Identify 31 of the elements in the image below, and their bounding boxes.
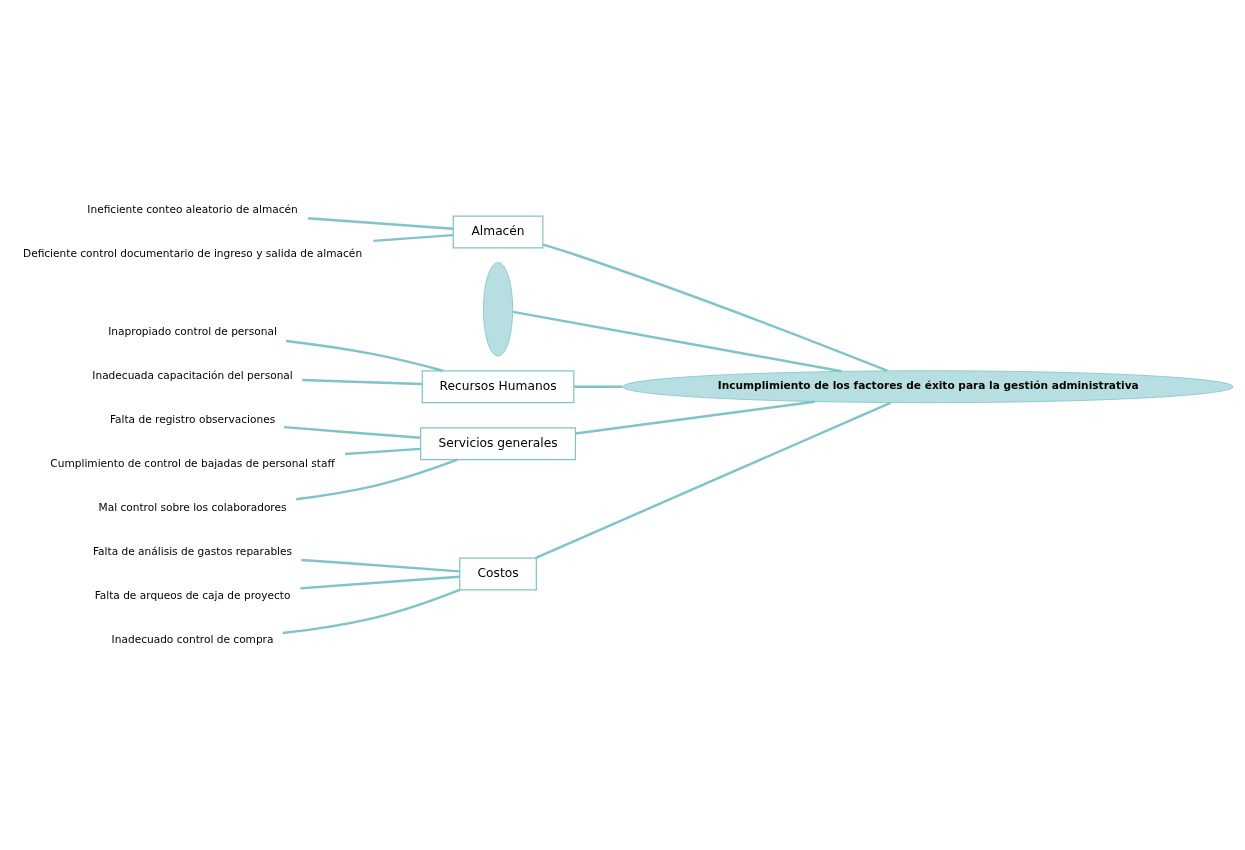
connector <box>345 447 421 456</box>
connector <box>512 310 842 373</box>
connector <box>282 588 461 635</box>
connector <box>542 243 888 372</box>
connector <box>534 401 891 560</box>
node-box: Servicios generales <box>420 427 577 461</box>
node-box: Almacén <box>452 215 544 249</box>
node-text: Ineficiente conteo aleatorio de almacén <box>87 202 298 215</box>
node-text: Inapropiado control de personal <box>108 324 277 337</box>
node-text: Deficiente control documentario de ingreso y salida de almacén <box>22 246 363 259</box>
node-box: Costos <box>459 557 537 591</box>
connector <box>300 575 460 590</box>
node-text: Inadecuado control de compra <box>111 632 274 645</box>
connector <box>295 458 458 501</box>
connector <box>307 217 454 230</box>
connector <box>573 385 623 388</box>
connector <box>283 425 421 439</box>
connector <box>302 378 423 386</box>
node-text: Mal control sobre los colaboradores <box>98 500 287 513</box>
node-text: Falta de registro observaciones <box>109 412 276 425</box>
node-text: Cumplimiento de control de bajadas de personal staff <box>50 456 335 469</box>
connector <box>373 233 454 243</box>
connector <box>285 339 444 372</box>
connector <box>575 400 815 435</box>
node-ellipse: Incumplimiento de los factores de éxito para la gestión administrativa <box>622 370 1234 404</box>
node-crescent <box>482 262 514 357</box>
node-box: Recursos Humanos <box>421 370 575 404</box>
node-text: Falta de arqueos de caja de proyecto <box>94 588 291 601</box>
node-text: Falta de análisis de gastos reparables <box>92 544 293 557</box>
connector <box>301 558 460 573</box>
node-text: Inadecuada capacitación del personal <box>92 368 293 381</box>
